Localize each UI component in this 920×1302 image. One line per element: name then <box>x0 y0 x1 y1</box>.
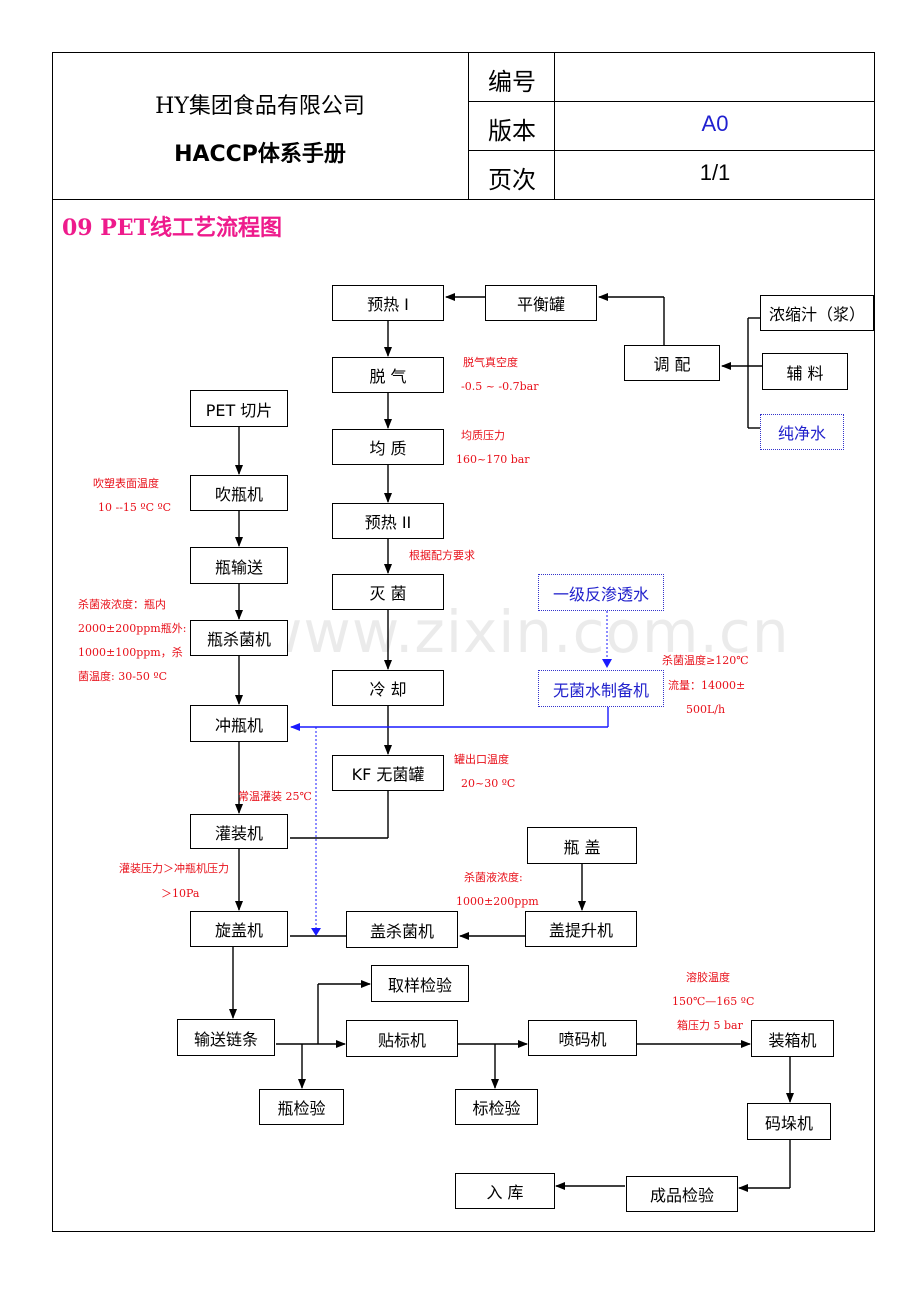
node-blow-molder: 吹瓶机 <box>190 475 288 511</box>
section-title: 09 PET线工艺流程图 <box>62 215 282 241</box>
header-row-line-2 <box>468 150 875 151</box>
anno-recipe: 根据配方要求 <box>409 549 475 562</box>
header-bottom-line <box>52 199 875 200</box>
anno-box-pressure: 箱压力 5 bar <box>677 1019 743 1032</box>
node-ro-water: 一级反渗透水 <box>538 574 664 611</box>
node-degas: 脱 气 <box>332 357 444 393</box>
anno-sw-flow-unit: 500L/h <box>686 703 726 716</box>
node-cap-sterilizer: 盖杀菌机 <box>346 911 458 948</box>
node-cap-elevator: 盖提升机 <box>525 911 637 947</box>
node-filler: 灌装机 <box>190 814 288 849</box>
anno-bsteril-4: 菌温度: 30-50 ºC <box>78 670 167 683</box>
anno-bsteril-3: 1000±100ppm，杀 <box>78 646 183 659</box>
header-row-line-1 <box>468 101 875 102</box>
anno-degas-value: -0.5 ~ -0.7bar <box>461 380 539 393</box>
node-balance-tank: 平衡罐 <box>485 285 597 321</box>
anno-homog-label: 均质压力 <box>461 429 505 442</box>
anno-glue-label: 溶胶温度 <box>686 971 730 984</box>
node-preheat-1: 预热 I <box>332 285 444 321</box>
anno-kf-value: 20~30 ºC <box>461 777 516 790</box>
value-page: 1/1 <box>699 160 731 185</box>
value-version: A0 <box>701 111 729 136</box>
anno-sw-flow: 流量：14000± <box>668 679 746 692</box>
node-sterile-water: 无菌水制备机 <box>538 670 664 707</box>
node-pet-chips: PET 切片 <box>190 390 288 427</box>
node-capper: 旋盖机 <box>190 911 288 947</box>
anno-homog-value: 160~170 bar <box>456 453 530 466</box>
anno-blow-value: 10 --15 ºC ºC <box>98 501 172 514</box>
company-name: HY集团食品有限公司 <box>155 94 365 119</box>
node-bottle-conveyor: 瓶输送 <box>190 547 288 584</box>
node-warehouse: 入 库 <box>455 1173 555 1209</box>
anno-cap-label: 杀菌液浓度: <box>464 871 523 884</box>
anno-fill-pressure-2: ＞10Pa <box>161 887 200 900</box>
anno-blow-label: 吹塑表面温度 <box>93 477 159 490</box>
node-pure-water: 纯净水 <box>760 414 844 450</box>
anno-fill-temp: 常温灌装 25℃ <box>238 790 312 803</box>
label-page: 页次 <box>488 166 536 194</box>
node-homogenize: 均 质 <box>332 429 444 465</box>
anno-bsteril-1: 杀菌液浓度：瓶内 <box>78 598 166 611</box>
node-sampling: 取样检验 <box>371 965 469 1002</box>
node-conveyor-chain: 输送链条 <box>177 1019 275 1056</box>
header-divider-1 <box>468 52 469 200</box>
node-labeler: 贴标机 <box>346 1020 458 1057</box>
node-final-check: 成品检验 <box>626 1176 738 1212</box>
node-cap: 瓶 盖 <box>527 827 637 864</box>
label-number: 编号 <box>488 68 536 96</box>
label-version: 版本 <box>488 117 536 145</box>
node-cool: 冷 却 <box>332 670 444 706</box>
document-frame <box>52 52 875 1232</box>
node-kf-tank: KF 无菌罐 <box>332 755 444 791</box>
node-preheat-2: 预热 II <box>332 503 444 539</box>
anno-glue-temp: 150℃—165 ºC <box>672 995 755 1008</box>
node-bottle-rinser: 冲瓶机 <box>190 705 288 742</box>
anno-cap-value: 1000±200ppm <box>456 895 539 908</box>
anno-degas-label: 脱气真空度 <box>463 356 518 369</box>
node-coder: 喷码机 <box>528 1020 637 1056</box>
node-mixing: 调 配 <box>624 345 720 381</box>
anno-bsteril-2: 2000±200ppm瓶外: <box>78 622 187 635</box>
node-label-check: 标检验 <box>455 1089 538 1125</box>
anno-kf-label: 罐出口温度 <box>454 753 509 766</box>
anno-sw-temp: 杀菌温度≥120℃ <box>662 654 749 667</box>
node-ingredients: 辅 料 <box>762 353 848 390</box>
header-divider-2 <box>554 52 555 200</box>
node-bottle-sterilizer: 瓶杀菌机 <box>190 620 288 656</box>
node-concentrate: 浓缩汁（浆） <box>760 295 874 331</box>
node-sterilize: 灭 菌 <box>332 574 444 610</box>
manual-title: HACCP体系手册 <box>174 142 346 167</box>
node-packer: 装箱机 <box>751 1020 834 1057</box>
node-bottle-check: 瓶检验 <box>259 1089 344 1125</box>
node-palletizer: 码垛机 <box>747 1103 831 1140</box>
anno-fill-pressure: 灌装压力＞冲瓶机压力 <box>119 862 229 875</box>
